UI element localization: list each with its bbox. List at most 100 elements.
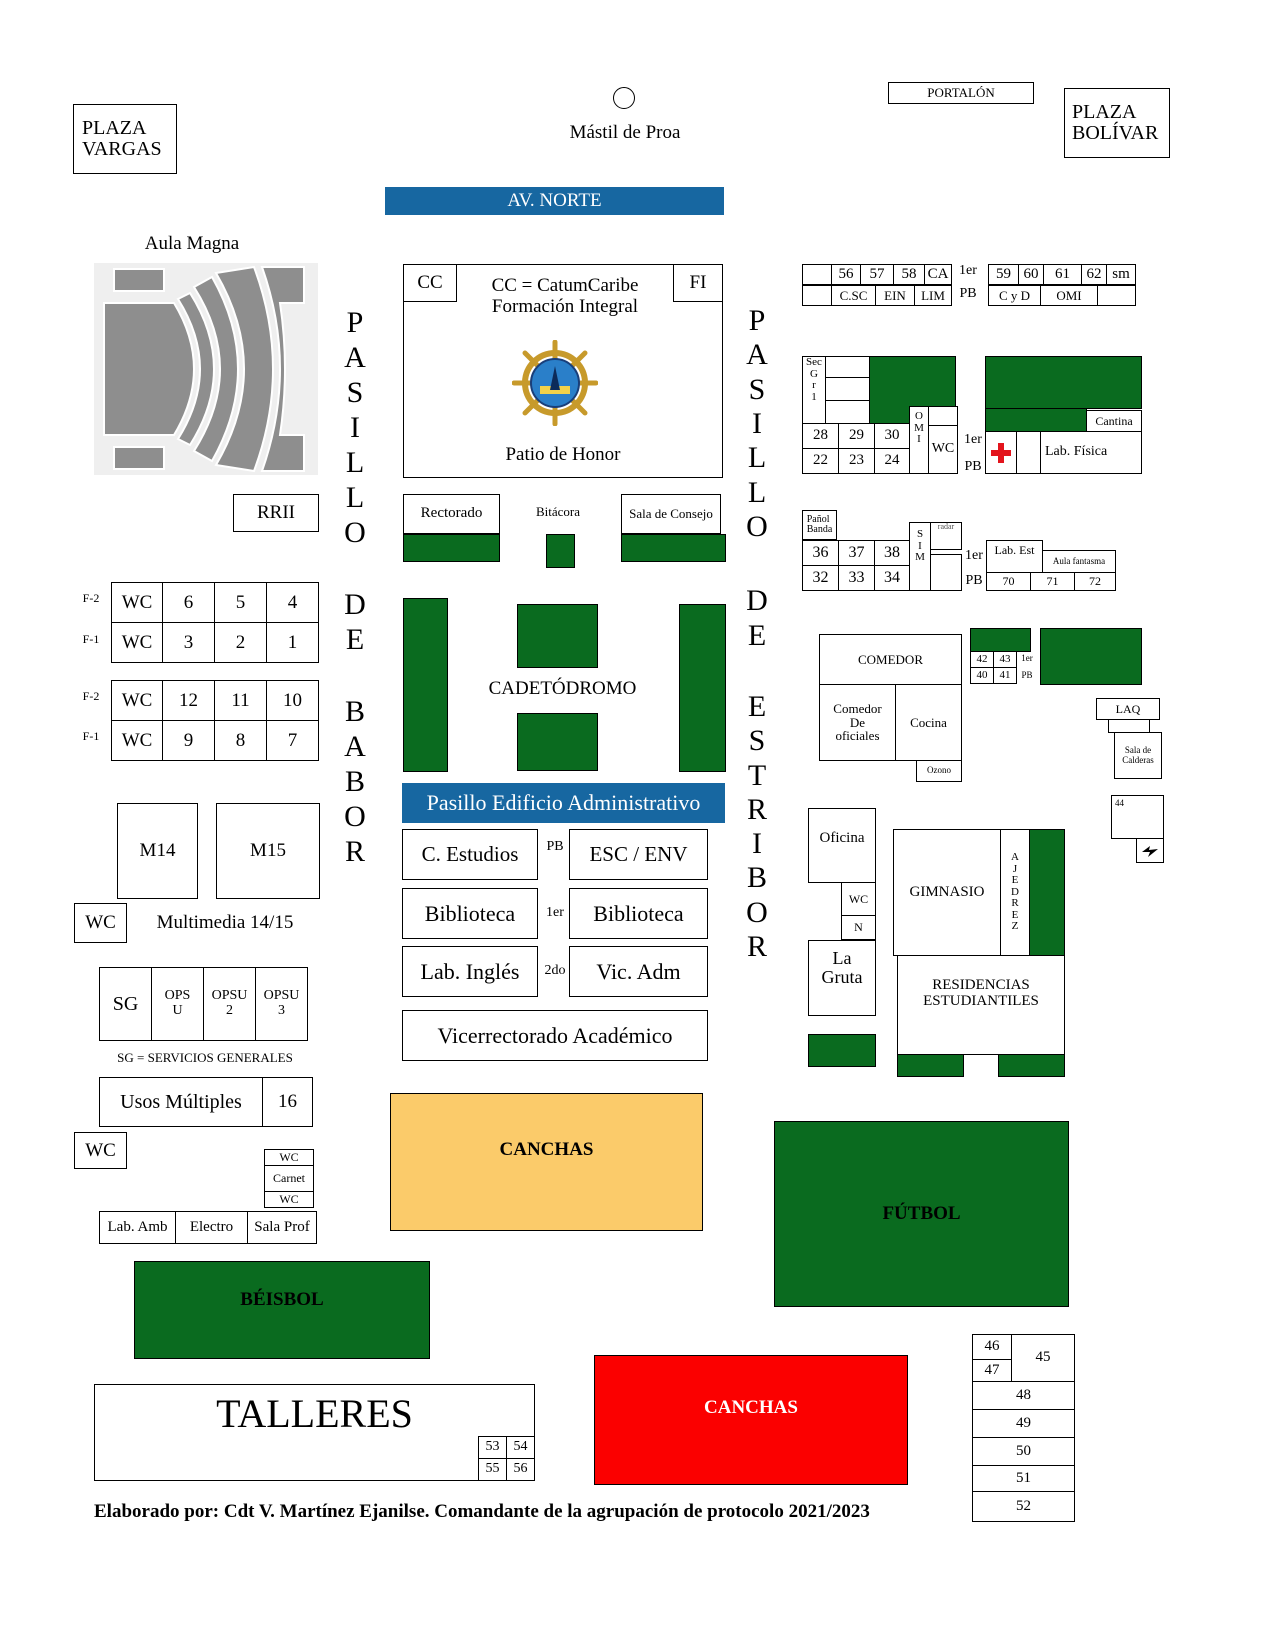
lab-amb[interactable]: Lab. Amb: [99, 1211, 176, 1244]
room-csc[interactable]: C.SC: [831, 285, 876, 306]
taller-53[interactable]: 53: [478, 1436, 507, 1459]
sec-gr1[interactable]: Sec G r 1: [802, 356, 826, 424]
room-36[interactable]: 36: [802, 540, 839, 566]
wc-oficina[interactable]: WC: [841, 882, 876, 916]
portalon[interactable]: PORTALÓN: [888, 82, 1034, 104]
room-42[interactable]: 42: [970, 651, 994, 668]
room-7[interactable]: 7: [266, 720, 319, 761]
infirmary[interactable]: [985, 431, 1017, 474]
opsu-3[interactable]: OPSU 3: [255, 967, 308, 1041]
room-51[interactable]: 51: [972, 1465, 1075, 1492]
esc-env[interactable]: ESC / ENV: [569, 829, 708, 880]
lab-ingles[interactable]: Lab. Inglés: [402, 946, 538, 997]
sim-vertical[interactable]: S I M: [909, 522, 931, 591]
room-43[interactable]: 43: [993, 651, 1017, 668]
lab-est[interactable]: Lab. Est: [986, 540, 1043, 573]
room-33[interactable]: 33: [838, 565, 875, 591]
cc-box[interactable]: CC: [403, 264, 457, 302]
wc-right[interactable]: WC: [928, 425, 958, 474]
plaza-vargas[interactable]: PLAZA VARGAS: [73, 104, 177, 174]
opsu[interactable]: OPS U: [151, 967, 204, 1041]
room-47[interactable]: 47: [972, 1359, 1012, 1382]
room-40[interactable]: 40: [970, 667, 994, 684]
room-59[interactable]: 59: [988, 264, 1019, 285]
room-blank-a[interactable]: [825, 356, 870, 378]
radar[interactable]: radar: [930, 522, 962, 550]
laq[interactable]: LAQ: [1096, 698, 1160, 720]
room-44[interactable]: 44: [1111, 795, 1164, 839]
gimnasio[interactable]: GIMNASIO: [893, 829, 1001, 956]
wc-f1-a[interactable]: WC: [111, 622, 163, 663]
talleres[interactable]: TALLERES: [94, 1384, 535, 1481]
room-blank-bottom[interactable]: [802, 285, 832, 306]
room-omi[interactable]: OMI: [1040, 285, 1098, 306]
room-10[interactable]: 10: [266, 680, 319, 721]
room-16[interactable]: 16: [262, 1077, 313, 1127]
sala-calderas[interactable]: Sala de Calderas: [1114, 732, 1162, 779]
room-blank-f[interactable]: [930, 554, 962, 591]
sala-de-consejo[interactable]: Sala de Consejo: [621, 494, 721, 534]
wc-f2-b[interactable]: WC: [111, 680, 163, 721]
panol-banda[interactable]: Pañol Banda: [802, 510, 837, 540]
room-24[interactable]: 24: [874, 448, 910, 474]
room-11[interactable]: 11: [214, 680, 267, 721]
room-12[interactable]: 12: [162, 680, 215, 721]
room-60[interactable]: 60: [1018, 264, 1044, 285]
room-28[interactable]: 28: [802, 423, 839, 449]
wc-f1-b[interactable]: WC: [111, 720, 163, 761]
room-30[interactable]: 30: [874, 423, 910, 449]
room-72[interactable]: 72: [1074, 572, 1116, 591]
room-blank-c[interactable]: [825, 400, 870, 424]
auditorium-seating-icon[interactable]: [94, 263, 318, 475]
room-blank-d[interactable]: [928, 406, 958, 426]
room-70[interactable]: 70: [986, 572, 1031, 591]
room-41[interactable]: 41: [993, 667, 1017, 684]
fi-box[interactable]: FI: [673, 264, 723, 302]
omi-vertical[interactable]: O M I: [909, 406, 929, 474]
bitacora-green[interactable]: [546, 534, 575, 568]
room-blank-top[interactable]: [802, 264, 832, 285]
room-37[interactable]: 37: [838, 540, 875, 566]
rectorado[interactable]: Rectorado: [403, 494, 500, 534]
cantina[interactable]: Cantina: [1086, 410, 1142, 432]
wc-f2-a[interactable]: WC: [111, 582, 163, 623]
wc-usos[interactable]: WC: [74, 1132, 127, 1169]
room-6[interactable]: 6: [162, 582, 215, 623]
room-48[interactable]: 48: [972, 1381, 1075, 1410]
room-61[interactable]: 61: [1043, 264, 1082, 285]
room-29[interactable]: 29: [838, 423, 875, 449]
biblioteca-pb[interactable]: Biblioteca: [402, 888, 538, 939]
room-1[interactable]: 1: [266, 622, 319, 663]
biblioteca-1er[interactable]: Biblioteca: [569, 888, 708, 939]
rrii[interactable]: RRII: [233, 494, 319, 532]
room-50[interactable]: 50: [972, 1437, 1075, 1466]
room-8[interactable]: 8: [214, 720, 267, 761]
room-3[interactable]: 3: [162, 622, 215, 663]
taller-54[interactable]: 54: [506, 1436, 535, 1459]
room-lim[interactable]: LIM: [914, 285, 952, 306]
room-ein[interactable]: EIN: [875, 285, 915, 306]
wc-small-bottom[interactable]: WC: [264, 1191, 314, 1208]
room-52[interactable]: 52: [972, 1491, 1075, 1522]
canchas-amarillas[interactable]: CANCHAS: [390, 1093, 703, 1231]
canchas-rojas[interactable]: CANCHAS: [594, 1355, 908, 1485]
room-5[interactable]: 5: [214, 582, 267, 623]
room-ca[interactable]: CA: [924, 264, 952, 285]
room-49[interactable]: 49: [972, 1409, 1075, 1438]
comedor[interactable]: COMEDOR: [819, 634, 962, 685]
futbol[interactable]: FÚTBOL: [774, 1121, 1069, 1307]
room-46[interactable]: 46: [972, 1334, 1012, 1360]
room-4[interactable]: 4: [266, 582, 319, 623]
beisbol[interactable]: BÉISBOL: [134, 1261, 430, 1359]
wc-multimedia[interactable]: WC: [74, 903, 127, 943]
room-blank-e[interactable]: [1016, 431, 1041, 474]
room-22[interactable]: 22: [802, 448, 839, 474]
room-58[interactable]: 58: [893, 264, 925, 285]
room-cyd[interactable]: C y D: [988, 285, 1041, 306]
cocina[interactable]: Cocina: [895, 684, 962, 761]
sg[interactable]: SG: [99, 967, 152, 1041]
room-44-sub[interactable]: [1136, 838, 1164, 863]
wc-small-top[interactable]: WC: [264, 1149, 314, 1166]
ozono[interactable]: Ozono: [916, 760, 962, 782]
oficina[interactable]: Oficina: [808, 808, 876, 883]
